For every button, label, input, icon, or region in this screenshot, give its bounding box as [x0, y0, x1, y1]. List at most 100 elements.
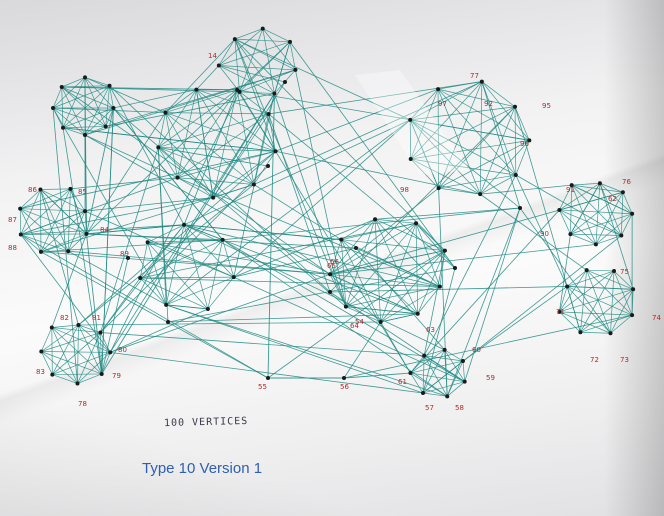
graph-vertex: [557, 207, 562, 212]
graph-edge: [380, 286, 441, 323]
graph-vertex: [342, 376, 346, 380]
graph-edge: [234, 28, 263, 40]
graph-edge: [40, 327, 53, 352]
graph-edge: [329, 286, 568, 293]
graph-edge: [234, 38, 347, 307]
vertex-number-label: 83: [36, 368, 45, 376]
graph-edge: [410, 106, 516, 160]
graph-vertex: [442, 347, 447, 352]
graph-vertex: [518, 206, 522, 210]
graph-edge: [275, 88, 439, 152]
graph-edge: [289, 41, 456, 269]
graph-vertex: [232, 37, 237, 42]
vertex-number-label: 61: [398, 378, 407, 386]
graph-edge: [62, 85, 110, 128]
graph-edge: [70, 177, 178, 190]
graph-edge: [345, 223, 417, 307]
graph-edge: [417, 250, 446, 314]
graph-edge: [409, 119, 412, 159]
graph-vertex: [83, 209, 88, 214]
graph-edge: [559, 269, 587, 313]
graph-edge: [61, 86, 86, 136]
graph-edge: [196, 89, 276, 152]
graph-edge: [267, 93, 275, 379]
graph-edge: [158, 89, 238, 148]
graph-edge: [410, 140, 530, 160]
graph-vertex: [145, 240, 150, 245]
graph-vertex: [437, 284, 442, 289]
graph-edge: [268, 41, 291, 115]
graph-vertex: [39, 349, 44, 354]
graph-edge: [78, 321, 381, 326]
graph-edge: [61, 86, 64, 128]
graph-vertex: [578, 330, 583, 335]
caption-text: Type 10 Version 1: [142, 460, 263, 477]
graph-vertex: [272, 91, 277, 96]
graph-edge: [84, 77, 166, 113]
graph-vertex: [83, 75, 87, 80]
graph-edge: [207, 239, 223, 310]
graph-edge: [52, 77, 86, 109]
graph-vertex: [75, 381, 80, 386]
graph-edge: [165, 112, 269, 115]
graph-edge: [68, 250, 331, 275]
graph-edge: [105, 85, 110, 127]
graph-edge: [101, 352, 111, 375]
graph-edge: [109, 85, 114, 109]
graph-edge: [234, 38, 276, 152]
vertex-number-label: 84: [100, 226, 109, 234]
graph-edge: [233, 218, 376, 278]
graph-vertex: [260, 26, 265, 31]
graph-edge: [78, 184, 255, 326]
graph-edge: [183, 224, 440, 288]
vertex-number-label: 82: [60, 314, 69, 322]
graph-edge: [222, 239, 465, 383]
graph-vertex: [513, 173, 518, 178]
graph-edge: [100, 224, 185, 333]
graph-edge: [599, 182, 633, 215]
graph-edge: [559, 270, 615, 313]
graph-edge: [410, 119, 516, 176]
graph-edge: [40, 189, 87, 235]
handwritten-note: 100 VERTICES: [163, 415, 249, 430]
graph-edge: [479, 81, 483, 195]
graph-edge: [422, 392, 448, 397]
graph-edge: [446, 207, 521, 397]
graph-vertex: [631, 287, 636, 292]
graph-edge: [147, 224, 185, 243]
graph-edge: [40, 251, 269, 379]
graph-vertex: [266, 376, 270, 380]
graph-vertex: [479, 79, 484, 84]
graph-edge: [218, 28, 263, 66]
graph-edge: [78, 150, 276, 326]
graph-edge: [196, 65, 220, 90]
graph-edge: [234, 38, 296, 71]
graph-edge: [559, 286, 568, 312]
vertex-number-label: 63: [426, 326, 435, 334]
graph-edge: [20, 188, 71, 210]
graph-vertex: [453, 266, 457, 270]
graph-edge: [218, 38, 236, 66]
graph-edge: [177, 89, 238, 178]
graph-edge: [20, 234, 269, 379]
graph-edge: [580, 270, 588, 333]
graph-vertex: [569, 183, 574, 188]
graph-edge: [20, 208, 87, 235]
graph-edge: [61, 86, 106, 127]
graph-edge: [253, 81, 483, 185]
graph-vertex: [478, 192, 483, 197]
graph-edge: [295, 69, 347, 307]
graph-edge: [409, 119, 481, 195]
graph-edge: [100, 165, 269, 333]
graph-edge: [101, 257, 129, 375]
graph-vertex: [565, 284, 570, 289]
graph-edge: [40, 233, 87, 253]
graph-edge: [234, 38, 446, 251]
graph-edge: [514, 106, 530, 141]
graph-vertex: [354, 246, 358, 250]
graph-edge: [444, 349, 464, 362]
graph-edge: [184, 224, 342, 241]
graph-edge: [40, 239, 223, 253]
graph-vertex: [630, 211, 635, 216]
graph-vertex: [18, 232, 23, 237]
